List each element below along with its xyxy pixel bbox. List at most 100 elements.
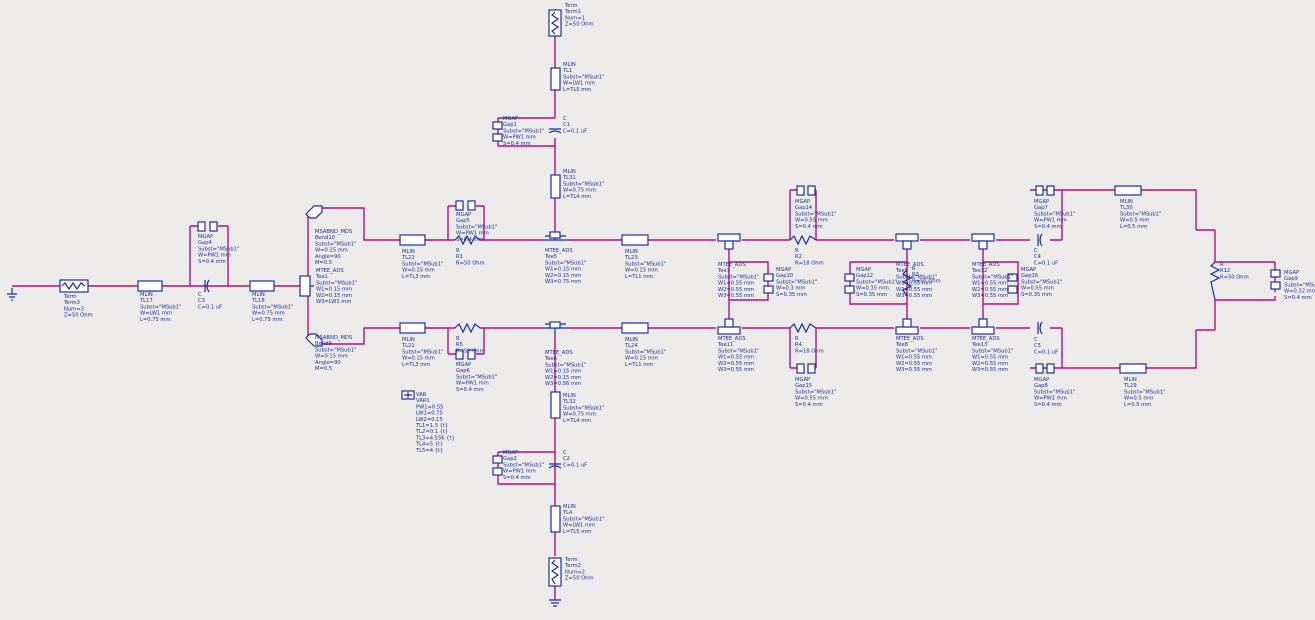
r12-label-line: R=50 Ohm [1220, 274, 1249, 280]
gap9-label-line: S=0.4 mm [1284, 295, 1312, 301]
gap10-label-line: Subst="MSub1" [776, 279, 817, 285]
gap1-label-line: Subst="MSub1" [503, 128, 544, 134]
term3-label-line: Term [63, 294, 77, 300]
gap8-label-line: W=PW1 mm [1034, 396, 1067, 402]
var1-label-line: PW1=0.55 [416, 404, 443, 410]
tl32-symbol [550, 391, 561, 419]
term2-label-line: Num=2 [565, 569, 585, 575]
tee8-symbol [895, 318, 919, 335]
tl1-label-line: TL1 [562, 68, 572, 74]
term1-label-line: Term [564, 3, 578, 9]
gap5-label-line: Subst="MSub1" [456, 224, 497, 230]
tl21-label-line: Subst="MSub1" [402, 349, 443, 355]
tl24-label-line: Subst="MSub1" [625, 349, 666, 355]
tee11-symbol [717, 318, 741, 335]
tl21-label-line: W=0.15 mm [402, 356, 435, 362]
c2-label-line: C=0.1 uF [563, 462, 587, 468]
gap12-label-line: MGAP [856, 267, 871, 273]
c2-label-line: C [563, 450, 567, 456]
gap8-label-line: S=0.4 mm [1034, 402, 1062, 408]
tee6-label-line: MTEE_ADS [545, 350, 573, 356]
tee12-label-line: W1=0.55 mm [972, 281, 1008, 287]
tee13-label-line: W2=0.55 mm [972, 361, 1008, 367]
var1-label-line: TL5=4 {t} [415, 448, 443, 454]
gap4-label-line: S=0.4 mm [198, 259, 226, 265]
tee5-label-line: W1=0.15 mm [545, 267, 581, 273]
tee11-label-line: W1=0.55 mm [718, 355, 754, 361]
gap7-label-line: S=0.4 mm [1034, 224, 1062, 230]
tl23-label-line: Subst="MSub1" [625, 261, 666, 267]
c5-symbol [1037, 321, 1043, 335]
tl30-label-line: TL30 [1119, 205, 1133, 211]
tee8-label-line: Subst="MSub1" [896, 348, 937, 354]
tl23-label-line: L=TL1 mm [625, 274, 653, 280]
tl30-label-line: Subst="MSub1" [1120, 211, 1161, 217]
tee1-label-line: W1=0.15 mm [316, 287, 352, 293]
gap2-label-line: S=0.4 mm [503, 475, 531, 481]
var1-label-line: VAR [416, 392, 427, 398]
tee12-label-line: W3=0.55 mm [972, 293, 1008, 299]
gap15-label-line: W=0.55 mm [795, 396, 828, 402]
tl22-label-line: L=TL3 mm [402, 274, 430, 280]
c3-symbol [204, 279, 210, 293]
tee1-label-line: W3=LW1 mm [316, 299, 351, 305]
tee9-label-line: W1=0.55 mm [896, 281, 932, 287]
term2-label-line: Term [564, 557, 578, 563]
var1-label-line: TL3=4.556 {t} [415, 435, 455, 441]
c1-symbol [548, 128, 562, 134]
tee7-label-line: W2=0.55 mm [718, 287, 754, 293]
c3-label-line: C=0.1 uF [198, 304, 222, 310]
gap10-label-line: W=0.3 mm [776, 286, 805, 292]
r4-label-line: R=18 Ohm [795, 348, 824, 354]
gap2-label-line: Subst="MSub1" [503, 462, 544, 468]
gap1-label-line: S=0.4 mm [503, 141, 531, 147]
gap14-label-line: S=0.4 mm [795, 224, 823, 230]
tl17-label-line: Subst="MSub1" [140, 304, 181, 310]
term2-label-line: Z=50 Ohm [565, 576, 594, 582]
tl21-label-line: MLIN [402, 337, 415, 343]
tl32-label-line: Subst="MSub1" [563, 405, 604, 411]
gap14-label-line: MGAP [795, 199, 810, 205]
tl31-label-line: W=0.75 mm [563, 188, 596, 194]
gap10-symbol [763, 273, 774, 294]
r5-label-line: R5 [456, 342, 463, 348]
bend9-label-line: M=0.5 [315, 366, 332, 372]
tee11-label-line: Tee11 [717, 342, 733, 348]
tl31-label-line: MLIN [563, 169, 576, 175]
tl17-label-line: TL17 [139, 298, 153, 304]
tl4-label-line: Subst="MSub1" [563, 516, 604, 522]
tl18-label-line: TL18 [251, 298, 265, 304]
c5-label-line: C5 [1034, 343, 1041, 349]
bend9-label-line: MSABND_MDS [315, 335, 352, 341]
c4-label-line: C4 [1034, 254, 1042, 260]
gap16-symbol [1007, 273, 1018, 294]
tl4-label-line: W=LW1 mm [563, 523, 595, 529]
bend9-label-line: Bend9 [315, 341, 332, 347]
c3-label-line: C [198, 292, 202, 298]
tee12-label-line: Subst="MSub1" [972, 274, 1013, 280]
term1-label-line: Num=1 [565, 15, 585, 21]
tee9-label-line: W3=0.55 mm [896, 293, 932, 299]
c5-label-line: C [1034, 337, 1038, 343]
tl32-label-line: W=0.75 mm [563, 412, 596, 418]
term1-label-line: Z=50 Ohm [565, 22, 594, 28]
gap14-symbol [796, 185, 816, 196]
